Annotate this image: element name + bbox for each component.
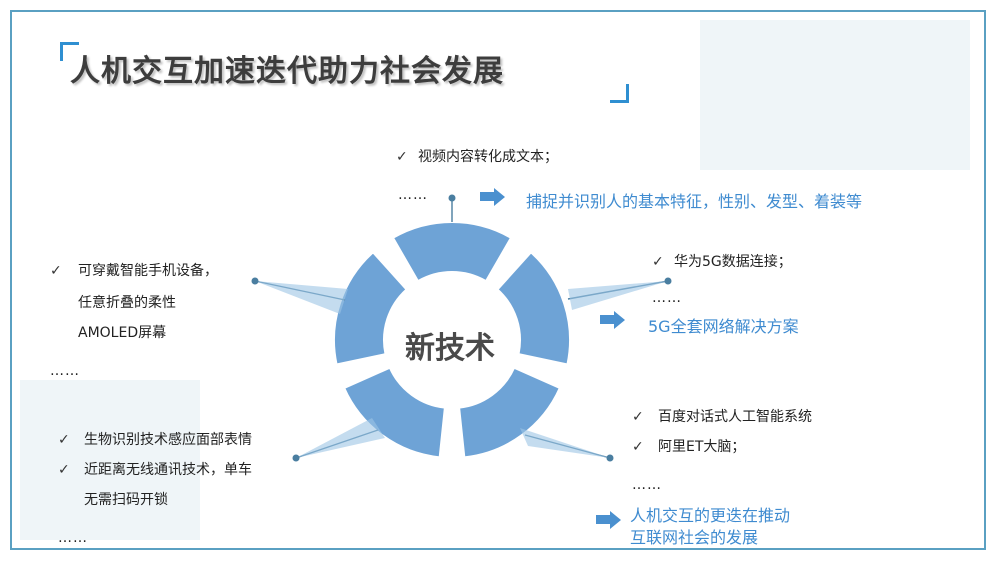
arrow-right-icon [600,315,614,324]
ring-segment-left-top [333,250,408,366]
right-bottom-result-line2: 互联网社会的发展 [630,528,759,547]
dot-left-bottom [292,454,300,462]
wedge-left-top [255,281,348,314]
ring-segment-left-bottom [342,366,446,459]
check-icon: ✓ [396,149,408,165]
wedge-right-top [568,281,668,310]
right-top-ellipsis: …… [652,290,682,306]
center-label: 新技术 [405,331,495,366]
left-top-item-line2: 任意折叠的柔性 [78,295,176,311]
decorative-grid-top-right [700,20,970,170]
right-bottom-item2: ✓阿里ET大脑； [632,439,746,455]
ring-segments [333,221,571,459]
left-bottom-item2-line2: 无需扫码开锁 [84,492,168,508]
connector-dots [251,194,672,462]
title-bracket-left [60,42,79,61]
right-bottom-item1: ✓百度对话式人工智能系统 [632,409,812,425]
check-icon: ✓ [50,263,62,279]
arrow-right-icon [480,192,494,201]
dot-left-top [251,277,259,285]
top-ellipsis: …… [398,187,428,203]
title-bracket-right [610,84,629,103]
decorative-grid-bottom-left [20,380,200,540]
right-top-item: ✓华为5G数据连接； [652,254,792,270]
check-icon: ✓ [632,409,644,425]
check-icon: ✓ [58,462,70,478]
check-icon: ✓ [58,432,70,448]
wedge-right-bottom [520,428,610,458]
dot-top [448,194,456,202]
top-result: 捕捉并识别人的基本特征，性别、发型、着装等 [526,192,863,211]
ring-segment-top [391,221,513,283]
connector-wedges [255,281,668,458]
right-bottom-result-line1: 人机交互的更迭在推动 [630,506,791,525]
wedge-left-bottom [296,418,385,458]
left-bottom-item1: ✓生物识别技术感应面部表情 [58,432,252,448]
slide-title: 人机交互加速迭代助力社会发展 [70,54,504,89]
ring-segment-right-top [496,250,571,366]
dot-right-bottom [606,454,614,462]
arrow-right-icon [596,515,610,524]
check-icon: ✓ [632,439,644,455]
slide-frame [10,10,986,550]
left-top-item-line3: AMOLED屏幕 [78,325,167,341]
left-bottom-ellipsis: …… [58,530,88,546]
left-top-item-line1: ✓可穿戴智能手机设备， [50,263,218,279]
left-bottom-item2-line1: ✓近距离无线通讯技术，单车 [58,462,252,478]
right-top-result: 5G全套网络解决方案 [648,317,799,336]
right-bottom-ellipsis: …… [632,477,662,493]
ring-segment-right-bottom [458,366,562,459]
top-item: ✓视频内容转化成文本； [396,149,558,165]
left-top-ellipsis: …… [50,363,80,379]
check-icon: ✓ [652,254,664,270]
dot-right-top [664,277,672,285]
